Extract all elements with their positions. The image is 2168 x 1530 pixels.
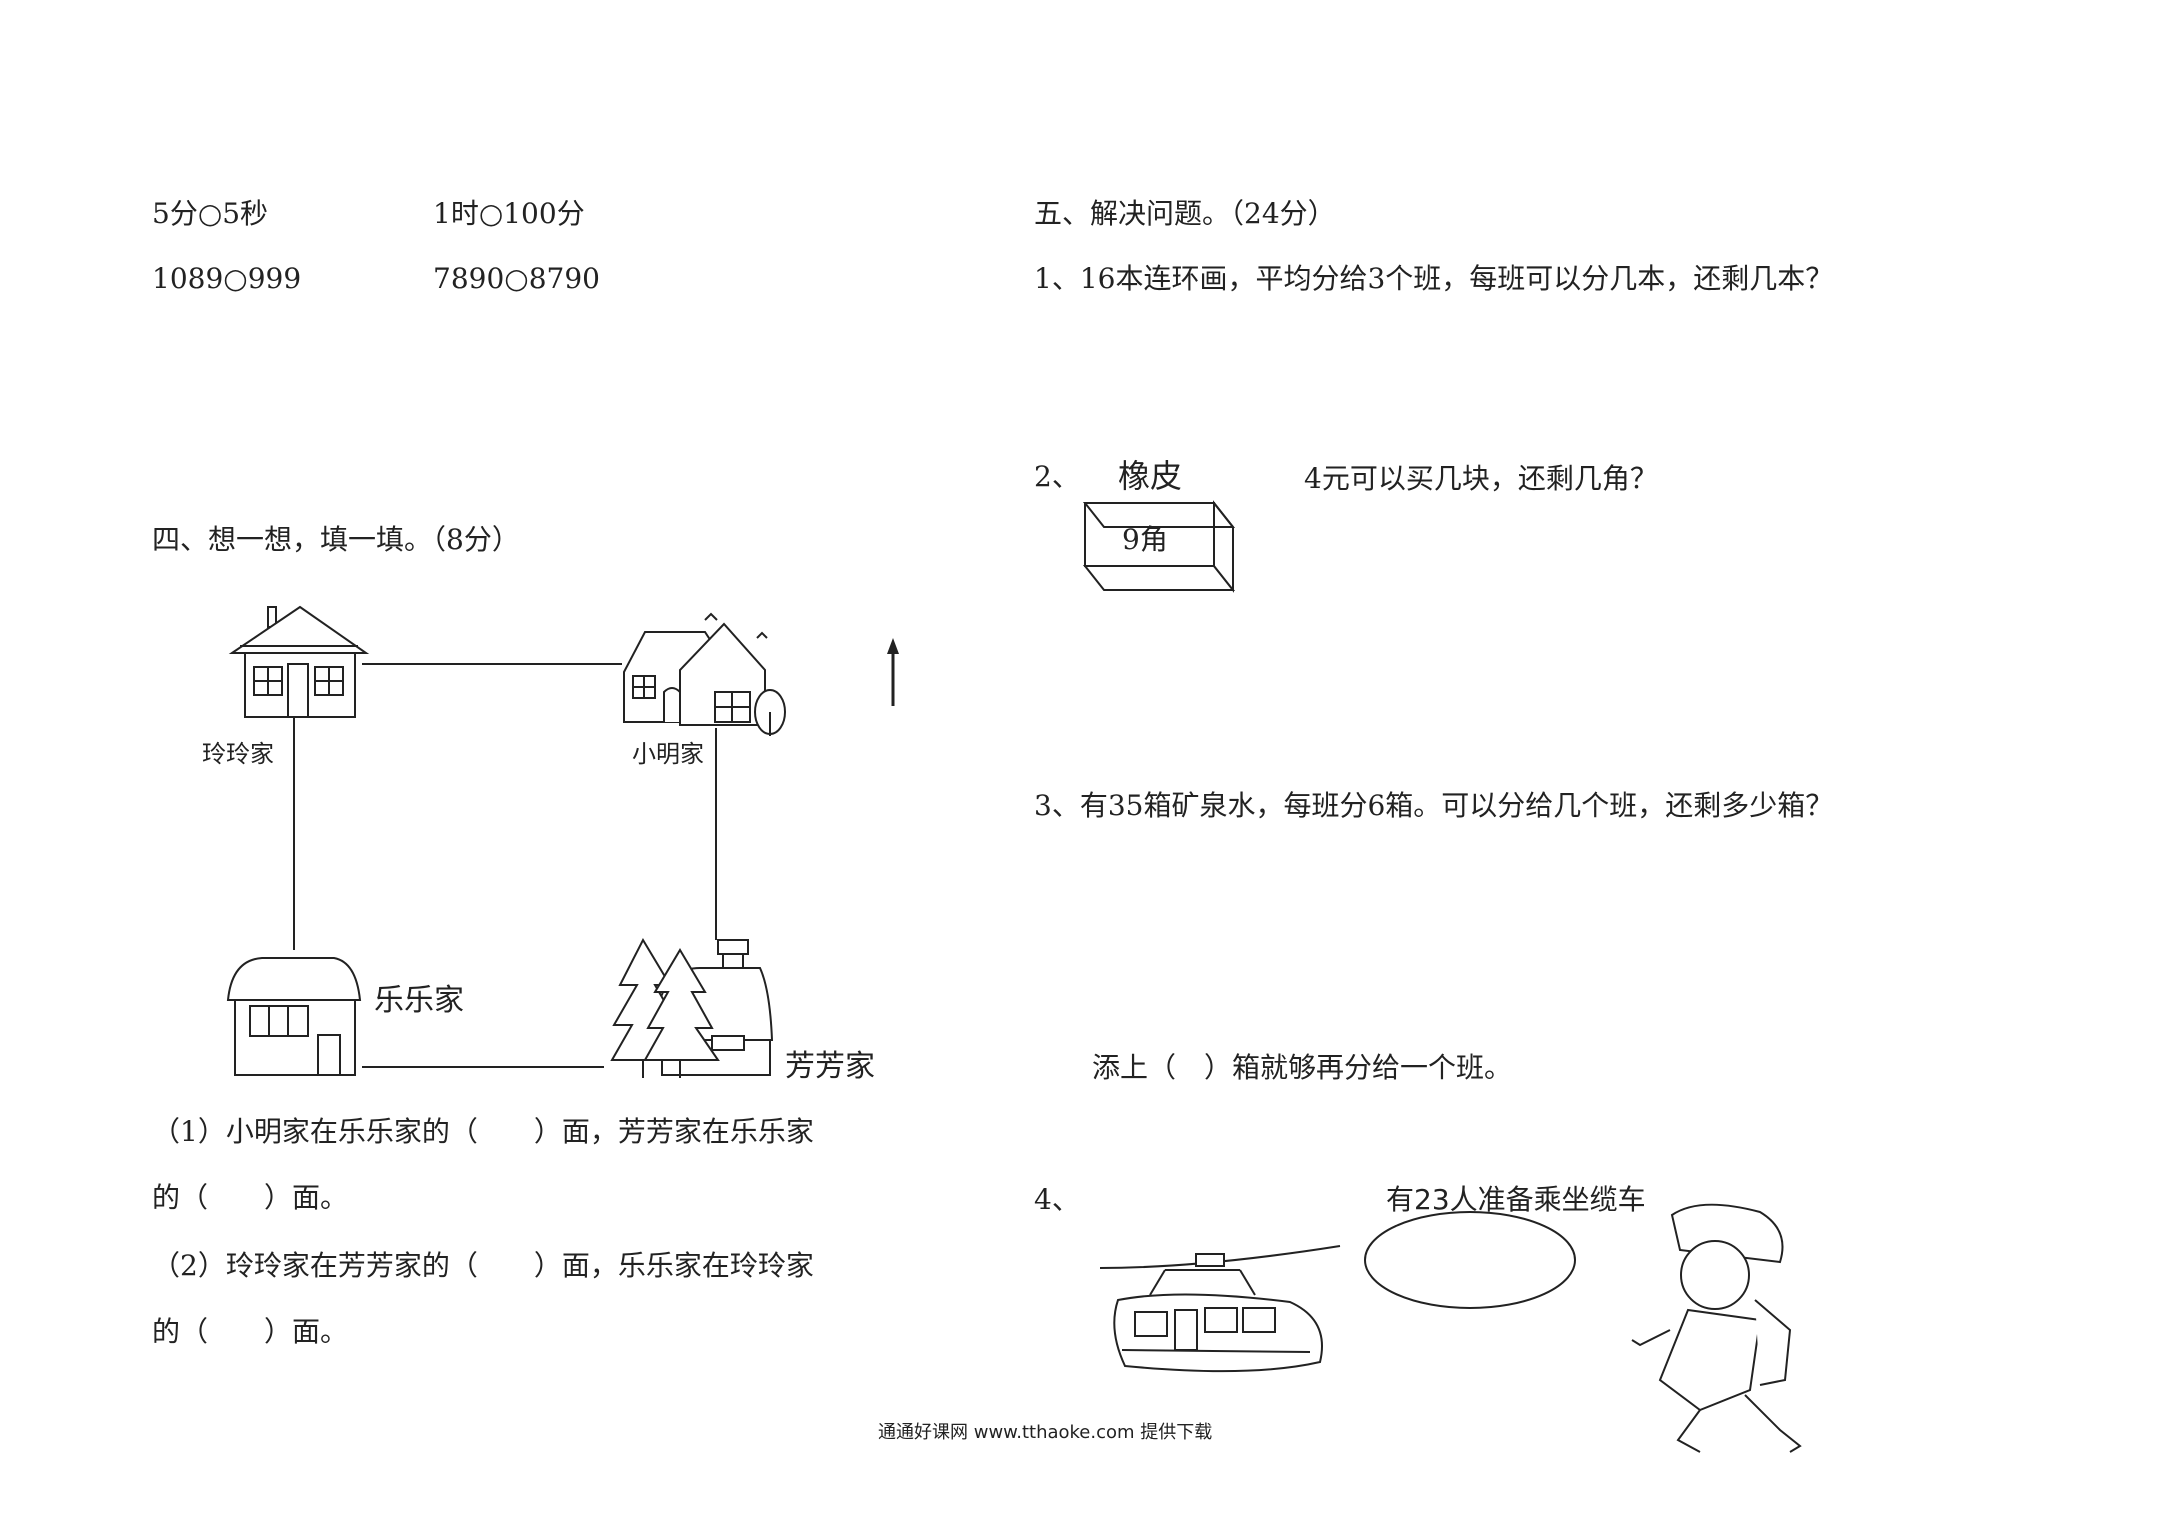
section4-q2-line2: 的（ ）面。 [152, 1315, 349, 1348]
footer-source: 通通好课网 www.tthaoke.com 提供下载 [878, 1422, 1213, 1443]
compare-r2c1: 1089○999 [152, 262, 302, 295]
speech-bubble [1364, 1211, 1576, 1309]
problem-2-item: 橡皮 [1118, 457, 1183, 495]
boy-icon [1631, 1203, 1802, 1453]
problem-4-text: 有23人准备乘坐缆车 [1386, 1183, 1646, 1216]
problem-2-question: 4元可以买几块，还剩几角？ [1304, 462, 1658, 495]
lingling-house-icon [228, 605, 370, 718]
eraser-price: 9角 [1122, 523, 1168, 556]
problem-1: 1、16本连环画，平均分给3个班，每班可以分几本，还剩几本？ [1034, 262, 1834, 295]
compare-r2c2: 7890○8790 [433, 262, 600, 295]
section5-title: 五、解决问题。（24分） [1034, 197, 1336, 230]
xiaoming-house-icon [623, 612, 786, 736]
section4-q1-line2: 的（ ）面。 [152, 1181, 349, 1214]
cable-car-icon [1113, 1253, 1323, 1373]
label-xiaoming: 小明家 [632, 740, 704, 768]
section4-q1-line1: （1）小明家在乐乐家的（ ）面，芳芳家在乐乐家 [152, 1115, 814, 1148]
north-arrow-icon [887, 638, 899, 706]
label-lingling: 玲玲家 [202, 740, 274, 768]
section4-q2-line1: （2）玲玲家在芳芳家的（ ）面，乐乐家在玲玲家 [152, 1249, 814, 1282]
compare-r1c1: 5分○5秒 [152, 197, 269, 230]
label-fangfang: 芳芳家 [785, 1049, 875, 1084]
problem-2-number: 2、 [1034, 460, 1080, 493]
compare-r1c2: 1时○100分 [433, 197, 585, 230]
problem-3: 3、有35箱矿泉水，每班分6箱。可以分给几个班，还剩多少箱？ [1034, 789, 1834, 822]
lele-house-icon [226, 957, 362, 1076]
fangfang-house-icon [610, 937, 774, 1078]
label-lele: 乐乐家 [374, 983, 464, 1018]
problem-4-number: 4、 [1034, 1183, 1080, 1216]
section4-title: 四、想一想，填一填。（8分） [152, 523, 520, 556]
problem-3-fill: 添上（ ）箱就够再分给一个班。 [1092, 1051, 1513, 1084]
